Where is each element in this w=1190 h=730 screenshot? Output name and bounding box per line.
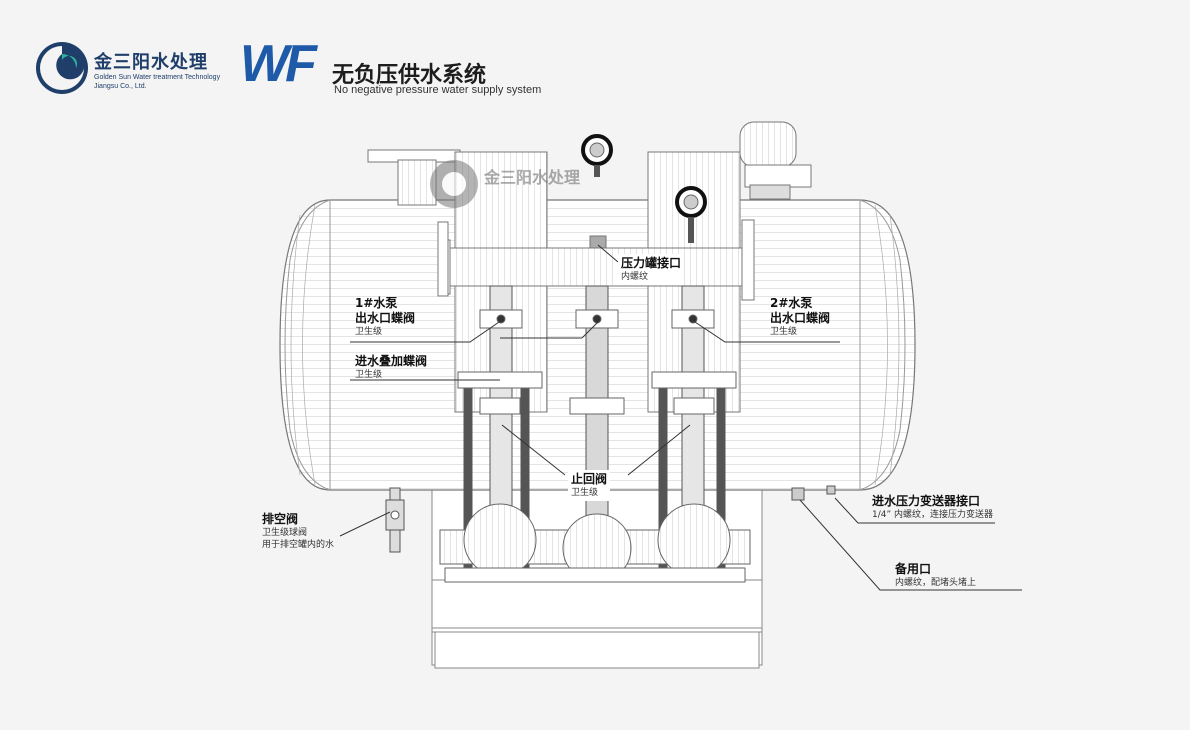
product-title-en: No negative pressure water supply system bbox=[334, 84, 542, 96]
callout-subtitle: 卫生级 bbox=[355, 370, 383, 380]
pressure-gauge-icon bbox=[675, 186, 707, 243]
callout-pressure-tank-port: 压力罐接口 内螺纹 bbox=[618, 254, 685, 285]
callout-title: 2#水泵 bbox=[770, 296, 813, 310]
callout-subtitle: 卫生级 bbox=[571, 488, 599, 498]
callout-subtitle: 内螺纹 bbox=[621, 272, 649, 282]
callout-check-valve: 止回阀 卫生级 bbox=[568, 470, 611, 501]
callout-title: 压力罐接口 bbox=[621, 256, 682, 270]
callout-title: 1#水泵 bbox=[355, 296, 398, 310]
callout-title: 排空阀 bbox=[262, 512, 299, 526]
company-name-en-line1: Golden Sun Water treatment Technology bbox=[94, 74, 221, 81]
callout-title: 进水压力变送器接口 bbox=[872, 494, 981, 508]
watermark-logo: 金三阳水处理 bbox=[430, 160, 580, 208]
company-name-cn: 金三阳水处理 bbox=[94, 52, 208, 73]
bottom-ports bbox=[791, 485, 836, 501]
butterfly-valves bbox=[457, 309, 737, 415]
vertical-pipes bbox=[463, 285, 726, 581]
company-name-en-line2: Jiangsu Co., Ltd. bbox=[94, 83, 147, 90]
callout-title: 止回阀 bbox=[571, 472, 608, 486]
callout-subtitle: 卫生级球阀 bbox=[262, 528, 308, 538]
svg-text:金三阳水处理: 金三阳水处理 bbox=[483, 168, 580, 187]
pressure-gauge-icon bbox=[581, 134, 613, 177]
callout-title: 备用口 bbox=[895, 562, 932, 576]
callout-subtitle: 用于排空罐内的水 bbox=[262, 540, 335, 550]
company-logo: 金三阳水处理 Golden Sun Water treatment Techno… bbox=[34, 40, 234, 100]
callout-title: 出水口蝶阀 bbox=[355, 311, 416, 325]
product-title-cn: 无负压供水系统 bbox=[332, 63, 487, 88]
callout-vent-valve: 排空阀 卫生级球阀 用于排空罐内的水 bbox=[262, 512, 334, 551]
callout-pump2-outlet-valve: 2#水泵 出水口蝶阀 卫生级 bbox=[770, 296, 830, 338]
inlet-manifold bbox=[439, 503, 751, 583]
wf-logo-letters: WF bbox=[240, 35, 317, 93]
callout-subtitle: 卫生级 bbox=[355, 327, 383, 337]
company-swirl-icon bbox=[36, 42, 88, 94]
callout-subtitle: 1/4” 内螺纹，连接压力变送器 bbox=[872, 510, 994, 520]
callout-spare-port: 备用口 内螺纹，配堵头堵上 bbox=[895, 562, 976, 589]
callout-inlet-pressure-transmitter-port: 进水压力变送器接口 1/4” 内螺纹，连接压力变送器 bbox=[872, 494, 993, 521]
callout-subtitle: 卫生级 bbox=[770, 327, 798, 337]
callout-title: 出水口蝶阀 bbox=[770, 311, 831, 325]
vent-valve bbox=[385, 487, 405, 553]
product-logo-wf: WF bbox=[240, 34, 317, 94]
callout-inlet-butterfly-valve: 进水叠加蝶阀 卫生级 bbox=[355, 354, 427, 381]
callout-title: 进水叠加蝶阀 bbox=[355, 354, 428, 368]
callout-subtitle: 内螺纹，配堵头堵上 bbox=[895, 578, 977, 588]
outlet-manifold bbox=[437, 219, 755, 301]
callout-pump1-outlet-valve: 1#水泵 出水口蝶阀 卫生级 bbox=[355, 296, 415, 338]
callout-leader-lines bbox=[339, 244, 1022, 591]
